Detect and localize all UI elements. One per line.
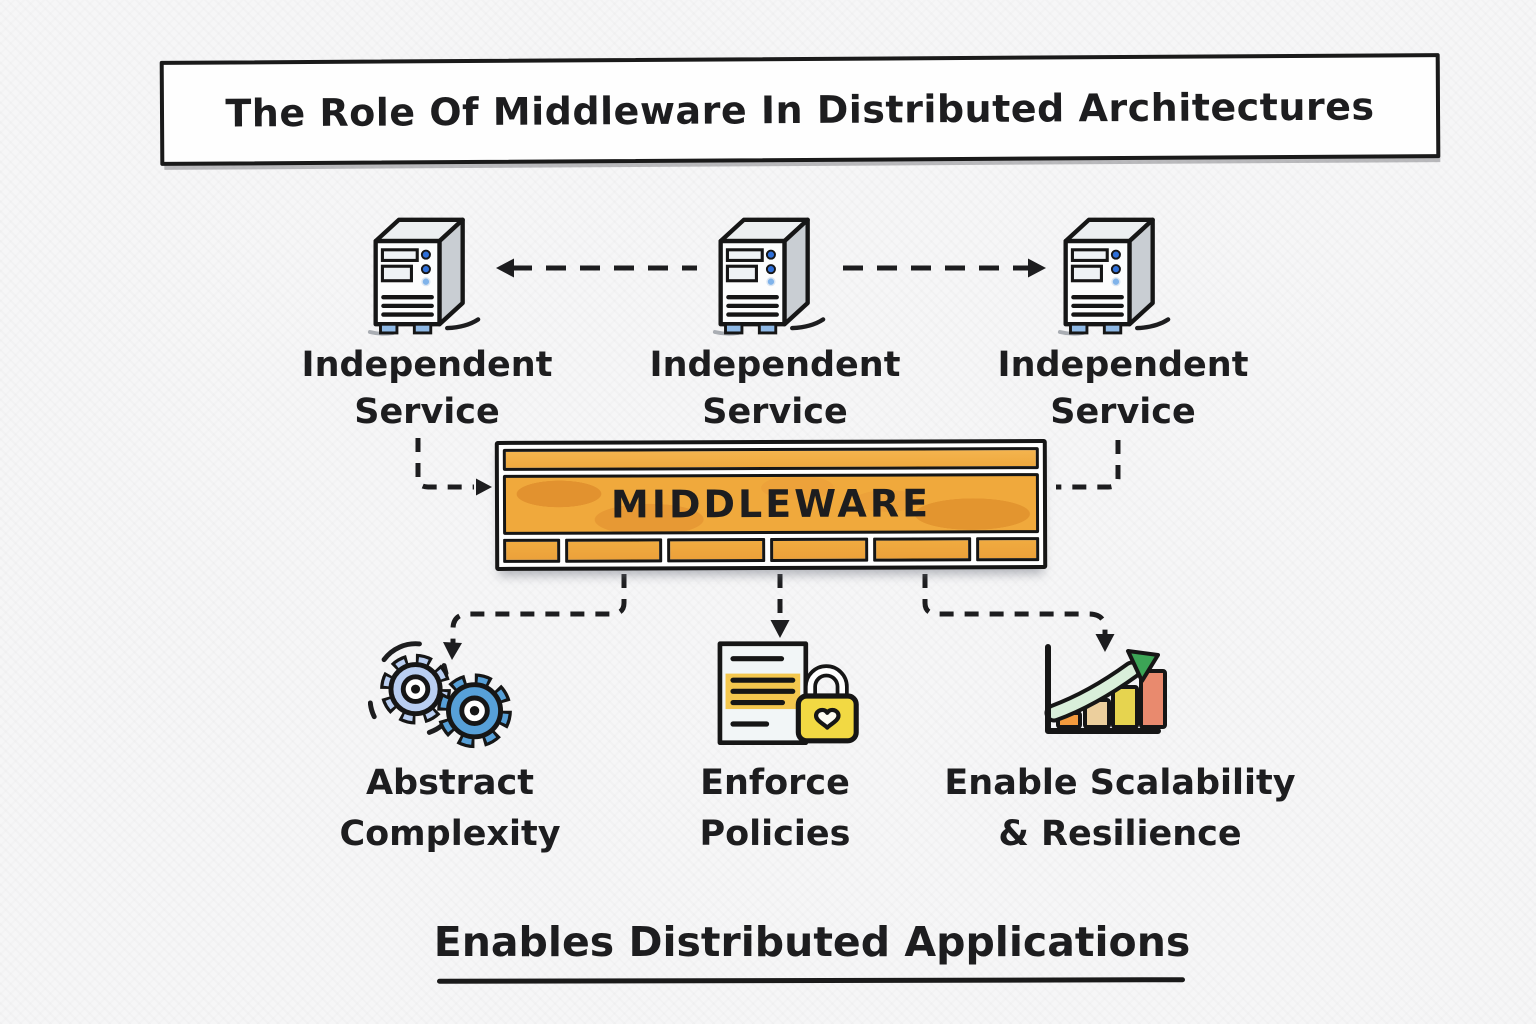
service-label-line1: Independent <box>649 345 901 385</box>
benefit-label: Abstract Complexity <box>300 758 600 860</box>
middleware-brick <box>564 538 663 563</box>
gears-icon <box>368 641 512 749</box>
service-label-line2: Service <box>354 392 500 432</box>
service-label: Independent Service <box>277 342 577 436</box>
server-icon <box>367 217 481 336</box>
middleware-top-band <box>502 447 1039 471</box>
growth-chart-icon <box>1044 644 1167 734</box>
benefit-label-line1: Enable Scalability <box>944 763 1296 803</box>
middleware-brick-row <box>503 537 1040 563</box>
middleware-brick <box>976 537 1040 562</box>
benefit-label: Enforce Policies <box>625 758 925 860</box>
service3-to-middleware-arrow-line <box>1056 440 1121 490</box>
title-box: The Role Of Middleware In Distributed Ar… <box>159 53 1441 166</box>
server-icon <box>1057 217 1171 336</box>
arrowhead-down-policies <box>770 620 790 638</box>
conclusion-text: Enables Distributed Applications <box>433 918 1191 966</box>
arrowhead-toward-service3 <box>1028 258 1046 278</box>
middleware-brick <box>503 538 560 563</box>
benefit-label: Enable Scalability & Resilience <box>920 758 1320 860</box>
benefit-label-line2: Complexity <box>339 814 561 854</box>
server-icon <box>712 217 826 336</box>
middleware-bar: MIDDLEWARE <box>494 439 1048 571</box>
arrowhead-toward-service1 <box>496 258 514 278</box>
service-label-line2: Service <box>702 392 848 432</box>
middleware-to-scalability-arrow-line <box>922 574 1108 636</box>
benefit-label-line1: Abstract <box>365 763 535 803</box>
benefit-label-line1: Enforce <box>700 763 850 803</box>
middleware-brick <box>667 538 766 563</box>
service-label-line1: Independent <box>301 345 553 385</box>
service-label-line2: Service <box>1050 392 1196 432</box>
service-label-line1: Independent <box>997 345 1249 385</box>
middleware-label-band: MIDDLEWARE <box>502 473 1040 535</box>
benefit-label-line2: & Resilience <box>998 814 1242 854</box>
arrowhead-into-middleware-left <box>476 478 492 496</box>
conclusion-underline <box>436 977 1186 984</box>
policy-document-lock-icon <box>717 641 859 745</box>
benefit-label-line2: Policies <box>699 814 851 854</box>
middleware-brick <box>770 537 869 563</box>
middleware-to-abstract-arrow-line <box>450 574 627 644</box>
middleware-label: MIDDLEWARE <box>610 481 932 527</box>
diagram-title: The Role Of Middleware In Distributed Ar… <box>225 83 1375 136</box>
service-label: Independent Service <box>973 342 1273 436</box>
service-label: Independent Service <box>625 342 925 436</box>
service1-to-middleware-arrow-line <box>415 438 474 490</box>
middleware-brick <box>873 537 972 562</box>
